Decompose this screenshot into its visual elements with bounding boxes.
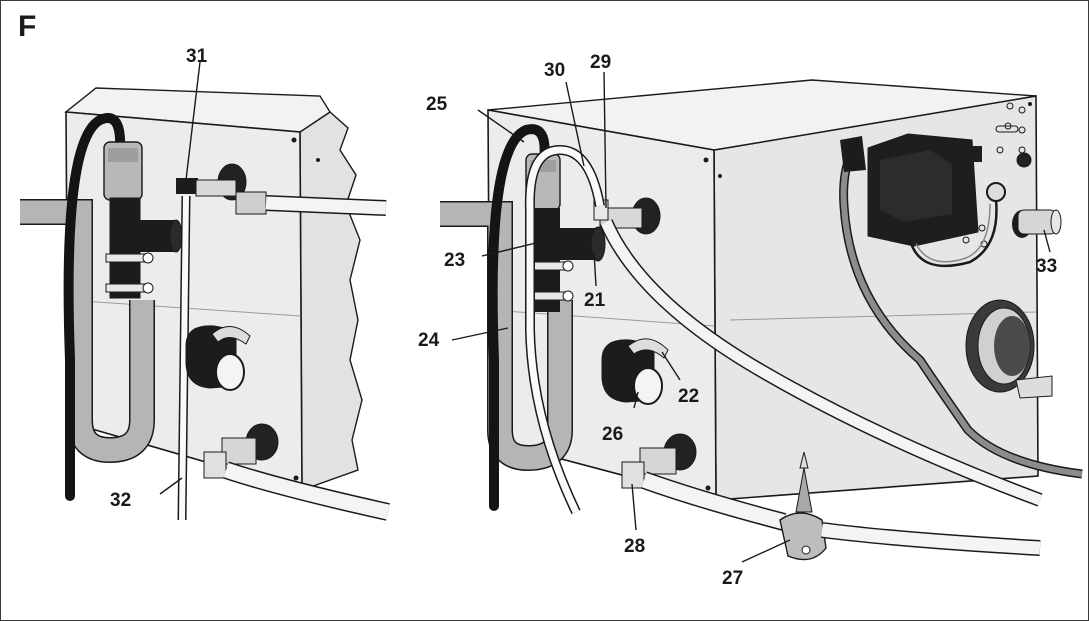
callout-23: 23 xyxy=(444,250,465,271)
callout-30: 30 xyxy=(544,60,565,81)
temperature-sensor-stub xyxy=(1017,209,1057,235)
callout-28: 28 xyxy=(624,536,645,557)
right-water-connector xyxy=(639,447,677,475)
intake-clamp xyxy=(627,338,669,359)
left-fuel-connector xyxy=(176,178,198,194)
callout-22: 22 xyxy=(678,386,699,407)
left-loop-hose xyxy=(20,200,154,462)
callout-33: 33 xyxy=(1036,256,1057,277)
right-unit xyxy=(440,79,1083,561)
left-unit-side-panel xyxy=(299,111,363,491)
drain-valve xyxy=(779,512,827,561)
left-tee-piece xyxy=(109,197,141,299)
right-black-hose xyxy=(487,124,550,511)
left-unit xyxy=(20,87,390,521)
callout-26: 26 xyxy=(602,424,623,445)
callout-31: 31 xyxy=(186,46,208,67)
callout-25: 25 xyxy=(426,94,448,115)
callout-21: 21 xyxy=(584,290,606,311)
side-vent-holes xyxy=(962,102,1026,248)
callout-29: 29 xyxy=(590,52,611,73)
callout-32: 32 xyxy=(110,490,131,511)
left-water-connector xyxy=(221,437,257,465)
callout-24: 24 xyxy=(418,330,440,351)
leader-lines xyxy=(159,61,1051,563)
left-black-hose xyxy=(63,113,126,501)
callout-labels: 31 32 25 30 29 23 21 24 22 26 28 27 33 xyxy=(110,46,1057,589)
right-loop-hose xyxy=(440,202,572,470)
figure-letter: F xyxy=(18,10,37,43)
callout-27: 27 xyxy=(722,568,743,589)
